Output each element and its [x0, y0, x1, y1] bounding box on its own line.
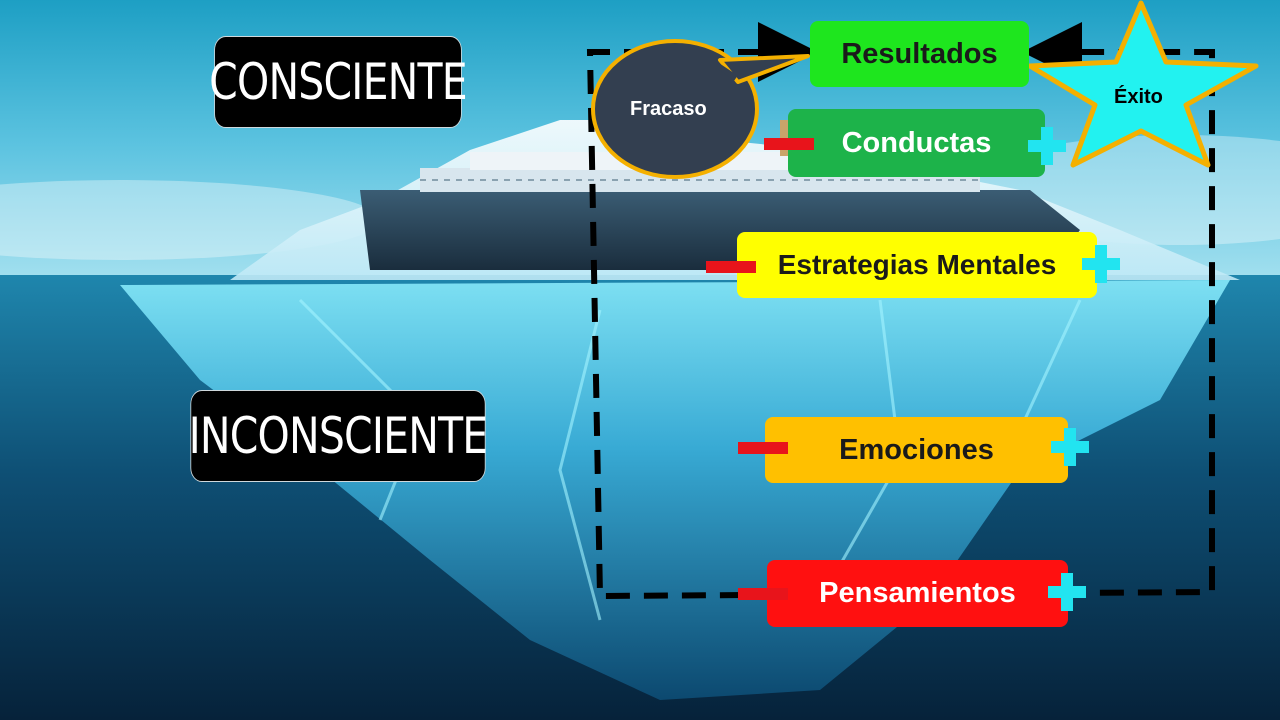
- minus-icon: [706, 261, 756, 273]
- pensamientos-box: Pensamientos: [767, 560, 1068, 627]
- resultados-box: Resultados: [810, 21, 1029, 87]
- estrategias-mentales-box: Estrategias Mentales: [737, 232, 1097, 298]
- plus-icon: [1028, 127, 1066, 165]
- fracaso-label: Fracaso: [630, 98, 707, 120]
- minus-icon: [738, 442, 788, 454]
- minus-icon: [738, 588, 788, 600]
- conductas-box: Conductas: [788, 109, 1045, 177]
- plus-icon: [1082, 245, 1120, 283]
- inconsciente-label: INCONSCIENTE: [189, 390, 488, 482]
- emociones-box: Emociones: [765, 417, 1068, 483]
- exito-label: Éxito: [1114, 86, 1163, 108]
- minus-icon: [764, 138, 814, 150]
- plus-icon: [1051, 428, 1089, 466]
- plus-icon: [1048, 573, 1086, 611]
- consciente-label: CONSCIENTE: [209, 36, 468, 128]
